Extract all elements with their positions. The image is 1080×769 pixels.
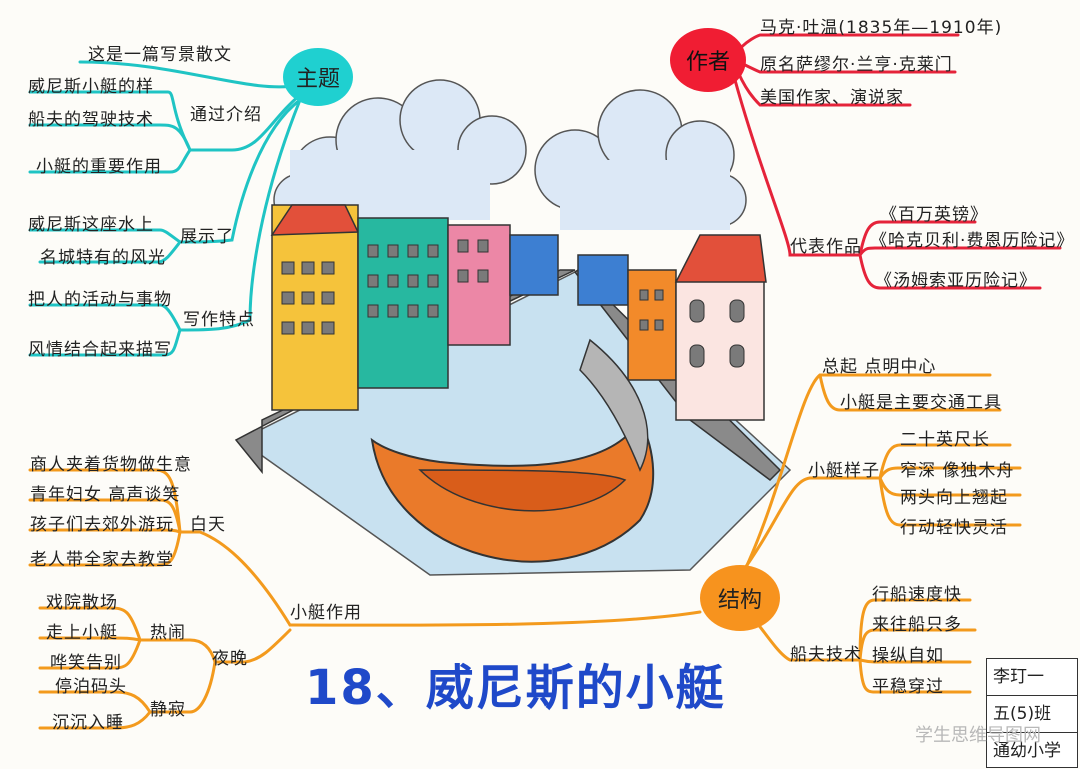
page-title: 18、威尼斯的小艇: [305, 660, 726, 716]
theme-summary: 这是一篇写景散文: [88, 45, 232, 65]
structure-tech-item: 来往船只多: [872, 615, 962, 635]
usage-night-label: 夜晚: [212, 649, 248, 669]
structure-tech-item: 行船速度快: [872, 585, 962, 605]
usage-night-busy-label: 热闹: [150, 623, 186, 643]
building-yellow: [271, 204, 359, 411]
usage-day-item: 青年妇女 高声谈笑: [30, 485, 181, 505]
usage-night-quiet-label: 静寂: [150, 700, 186, 720]
building-blue-right: [577, 254, 629, 306]
structure-boat-item: 二十英尺长: [900, 430, 990, 450]
usage-night-quiet-item: 沉沉入睡: [52, 713, 124, 733]
author-line: 美国作家、演说家: [760, 88, 904, 108]
student-school: 通幼小学: [993, 741, 1061, 761]
structure-boat-item: 窄深 像独木舟: [900, 461, 1015, 481]
gondola-inner: [418, 469, 627, 512]
structure-tech-item: 操纵自如: [872, 646, 944, 666]
theme-group2-label: 展示了: [180, 227, 234, 247]
windows: [281, 239, 745, 368]
author-line: 原名萨缪尔·兰亨·克莱门: [760, 55, 953, 75]
theme-group3-item: 风情结合起来描写: [28, 340, 172, 360]
theme-group1-label: 通过介绍: [190, 105, 262, 125]
building-blue: [509, 234, 559, 296]
structure-tech-item: 平稳穿过: [872, 677, 944, 697]
usage-day-item: 商人夹着货物做生意: [30, 455, 192, 475]
author-works-label: 代表作品: [790, 237, 862, 257]
watermark: 学生思维导图网: [915, 725, 1041, 746]
usage-night-busy-item: 哗笑告别: [50, 653, 122, 673]
structure-branches: [28, 373, 1022, 730]
structure-boat-item: 两头向上翘起: [900, 488, 1008, 508]
student-class: 五(5)班: [987, 696, 1077, 733]
theme-branches: [28, 60, 302, 357]
roof-yellow: [270, 204, 360, 236]
theme-group3-item: 把人的活动与事物: [28, 290, 172, 310]
theme-group3-label: 写作特点: [183, 310, 255, 330]
structure-intro: 总起 点明中心: [822, 357, 937, 377]
structure-boat-label: 小艇样子: [808, 461, 880, 481]
structure-hub: 结构: [700, 565, 780, 631]
building-cream: [675, 279, 765, 421]
roof-cream: [674, 234, 767, 283]
author-work: 《哈克贝利·费恩历险记》: [870, 231, 1075, 251]
theme-group1-item: 小艇的重要作用: [36, 157, 162, 177]
cloud-right: [534, 89, 747, 230]
structure-tech-label: 船夫技术: [790, 645, 862, 665]
theme-group2-item: 名城特有的风光: [40, 248, 166, 268]
author-line: 马克·吐温(1835年—1910年): [760, 18, 1003, 38]
venice-illustration: [234, 79, 792, 576]
author-work: 《百万英镑》: [880, 205, 988, 225]
usage-day-item: 老人带全家去教堂: [30, 550, 174, 570]
structure-intro-detail: 小艇是主要交通工具: [840, 393, 1002, 413]
theme-group1-item: 威尼斯小艇的样: [28, 77, 154, 97]
usage-night-busy-item: 走上小艇: [46, 623, 118, 643]
usage-night-quiet-item: 停泊码头: [55, 677, 127, 697]
usage-day-item: 孩子们去郊外游玩: [30, 515, 174, 535]
student-name: 李玎一: [987, 659, 1077, 696]
building-teal: [357, 217, 449, 389]
usage-night-busy-item: 戏院散场: [46, 593, 118, 613]
author-work: 《汤姆索亚历险记》: [875, 271, 1037, 291]
name-box: 李玎一 五(5)班 通幼小学: [986, 658, 1078, 768]
theme-group2-item: 威尼斯这座水上: [28, 215, 154, 235]
gondola-prow: [579, 338, 649, 472]
usage-day-label: 白天: [190, 515, 226, 535]
theme-group1-item: 船夫的驾驶技术: [28, 110, 154, 130]
usage-label: 小艇作用: [290, 603, 362, 623]
theme-hub: 主题: [283, 48, 353, 106]
structure-boat-item: 行动轻快灵活: [900, 518, 1008, 538]
building-orange: [627, 269, 677, 381]
author-hub: 作者: [670, 28, 746, 92]
